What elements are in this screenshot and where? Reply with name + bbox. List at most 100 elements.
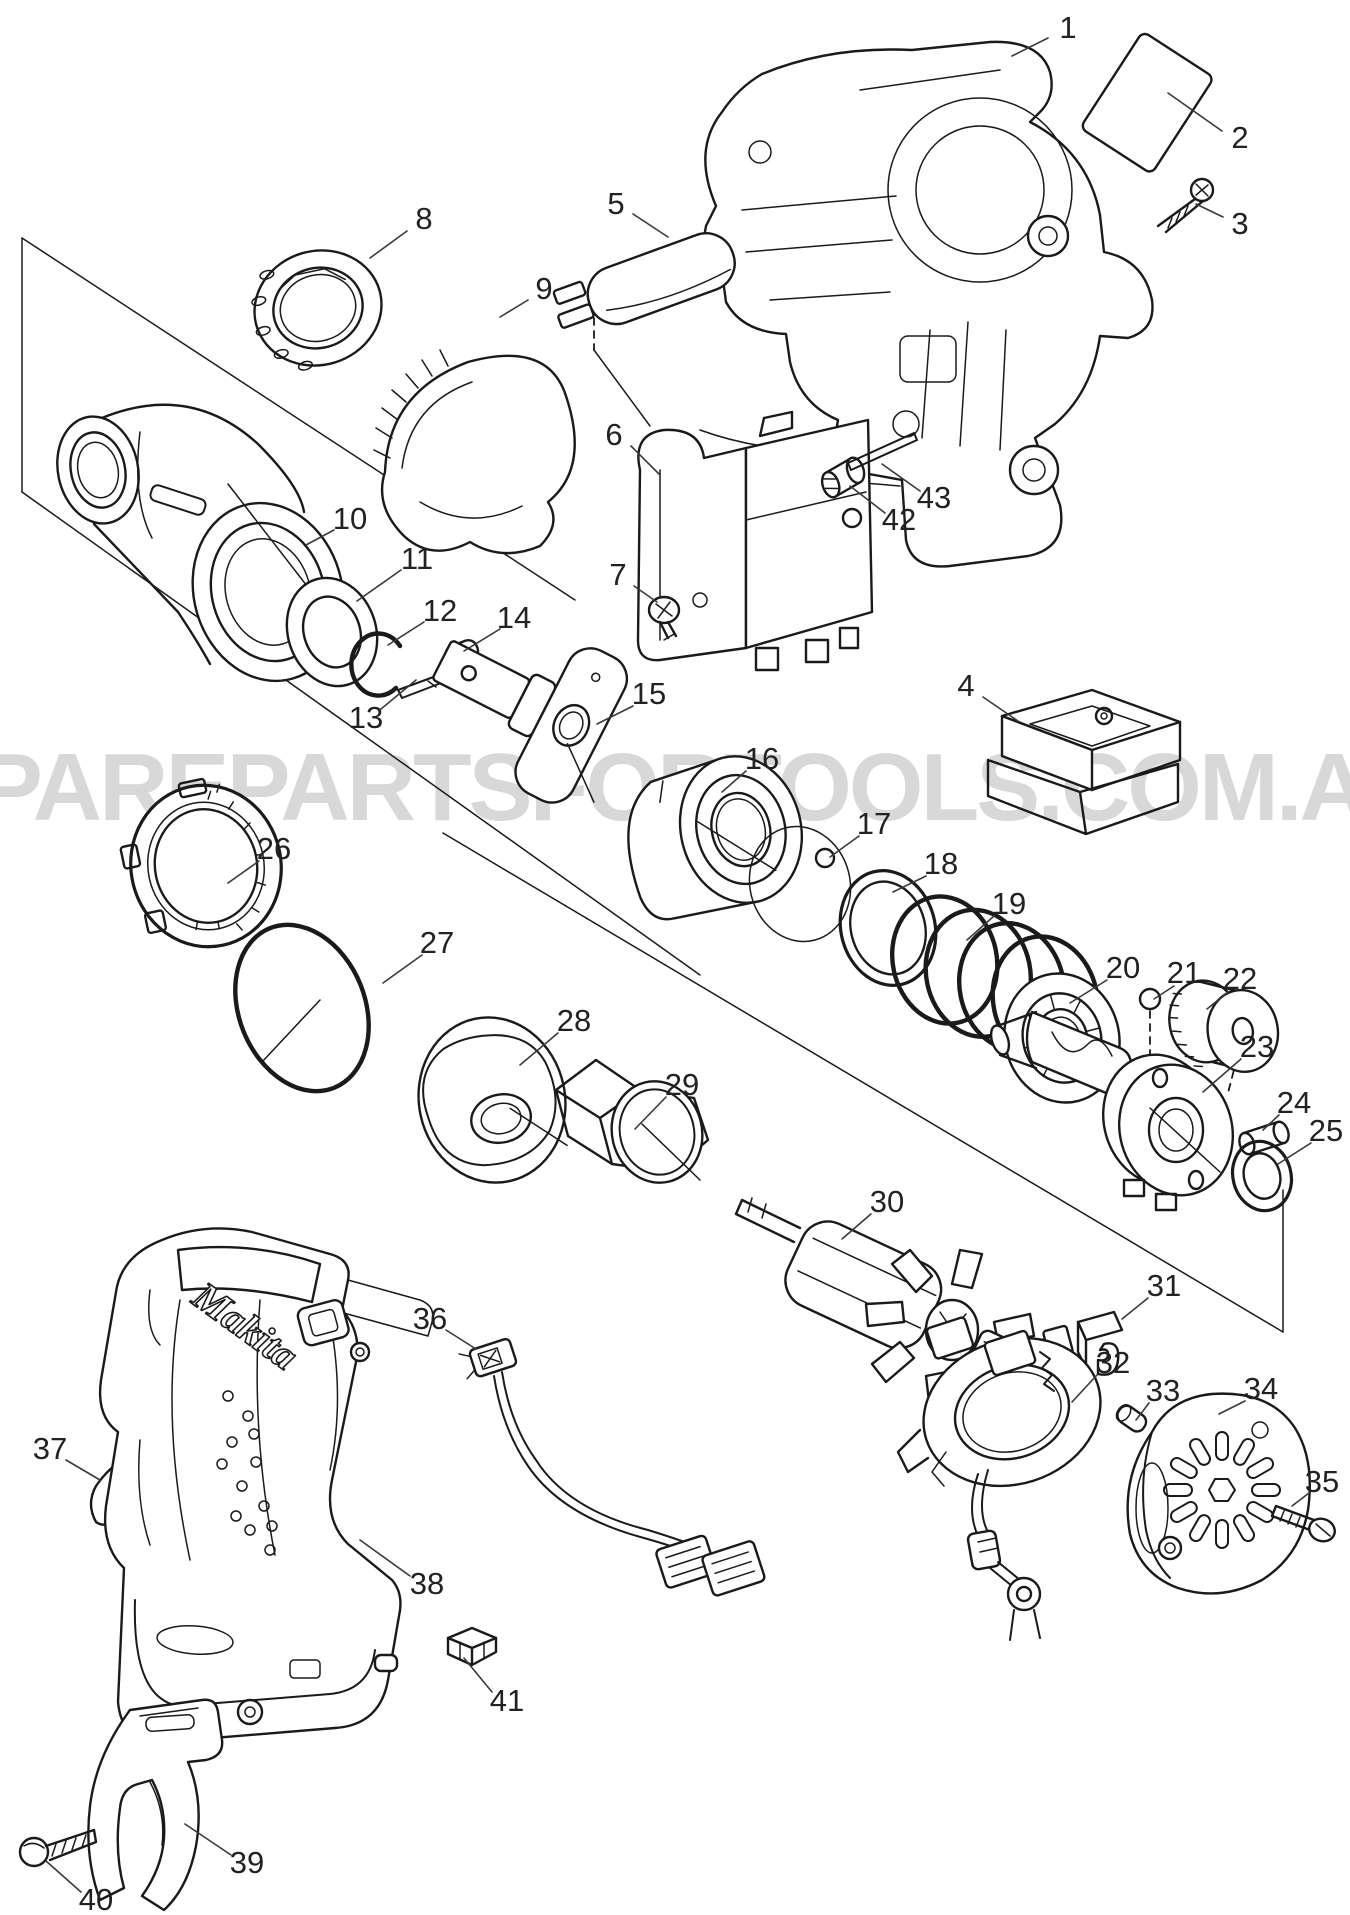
part-12-circlip xyxy=(349,631,403,698)
part-9-bumper xyxy=(373,349,576,555)
part-leader-32 xyxy=(1071,1374,1098,1403)
part-number-23: 23 xyxy=(1240,1029,1274,1064)
part-number-32: 32 xyxy=(1096,1345,1130,1380)
part-leader-3 xyxy=(1195,203,1224,218)
part-34-rear-cover xyxy=(1126,1392,1311,1595)
part-leader-33 xyxy=(1135,1402,1150,1421)
part-leader-35 xyxy=(1291,1492,1310,1507)
part-27-o-ring xyxy=(233,922,371,1094)
part-number-10: 10 xyxy=(333,501,367,536)
part-number-41: 41 xyxy=(490,1683,524,1718)
part-leader-19 xyxy=(966,915,995,941)
part-leader-15 xyxy=(596,705,634,725)
part-number-42: 42 xyxy=(882,502,916,537)
part-leader-39 xyxy=(184,1823,232,1856)
part-leader-22 xyxy=(1206,991,1229,1010)
part-leader-4 xyxy=(982,696,1019,722)
part-18-ring xyxy=(838,869,938,987)
part-number-34: 34 xyxy=(1244,1371,1278,1406)
part-leader-24 xyxy=(1262,1114,1280,1131)
part-leader-8 xyxy=(369,230,408,259)
part-leader-27 xyxy=(382,954,423,984)
part-11-washer xyxy=(285,576,379,688)
part-number-18: 18 xyxy=(924,846,958,881)
part-leader-21 xyxy=(1153,985,1175,1000)
part-number-4: 4 xyxy=(957,668,974,703)
part-leader-20 xyxy=(1069,979,1108,1004)
part-number-30: 30 xyxy=(870,1184,904,1219)
part-leader-12 xyxy=(387,621,425,646)
part-number-12: 12 xyxy=(423,593,457,628)
part-40-screw xyxy=(18,1828,98,1868)
part-26-ring-gear xyxy=(119,777,283,949)
part-15-anvil xyxy=(432,640,629,804)
part-leader-25 xyxy=(1277,1142,1312,1165)
part-leader-28 xyxy=(519,1032,559,1066)
part-8-ring xyxy=(251,249,383,371)
part-number-16: 16 xyxy=(745,741,779,776)
part-leader-42 xyxy=(849,485,886,514)
part-number-11: 11 xyxy=(401,541,433,576)
part-7-screw xyxy=(647,595,681,641)
part-2-name-plate xyxy=(1081,32,1213,173)
part-22-gear xyxy=(1168,979,1280,1096)
part-leader-17 xyxy=(829,835,860,858)
part-leader-41 xyxy=(463,1657,493,1693)
part-41-clip xyxy=(446,1626,498,1667)
part-leader-7 xyxy=(633,585,658,603)
part-leader-26 xyxy=(227,860,260,884)
part-42-sleeve xyxy=(820,456,866,499)
part-4-terminal-cover xyxy=(986,688,1182,836)
part-number-24: 24 xyxy=(1277,1085,1311,1120)
part-number-19: 19 xyxy=(992,886,1026,921)
part-leader-31 xyxy=(1121,1297,1149,1320)
part-28-gear-washer xyxy=(417,1016,568,1184)
part-leader-30 xyxy=(841,1213,872,1240)
part-number-25: 25 xyxy=(1309,1113,1343,1148)
part-23-spindle xyxy=(989,1010,1235,1212)
part-number-35: 35 xyxy=(1305,1464,1339,1499)
part-number-14: 14 xyxy=(497,600,531,635)
part-leader-13 xyxy=(380,679,417,710)
part-16-hammer xyxy=(627,755,804,921)
part-number-37: 37 xyxy=(33,1431,67,1466)
part-leader-38 xyxy=(359,1539,411,1577)
part-number-6: 6 xyxy=(605,417,622,452)
part-number-33: 33 xyxy=(1146,1373,1180,1408)
part-number-38: 38 xyxy=(410,1566,444,1601)
part-38-handle-housing: Makita xyxy=(98,1227,434,1744)
part-leader-16 xyxy=(721,770,747,793)
part-number-36: 36 xyxy=(413,1301,447,1336)
part-number-21: 21 xyxy=(1167,955,1201,990)
part-3-screw xyxy=(1156,177,1215,234)
part-36-led-wiring xyxy=(458,1337,766,1597)
part-number-5: 5 xyxy=(607,186,624,221)
part-number-28: 28 xyxy=(557,1003,591,1038)
part-33-pin xyxy=(1115,1403,1148,1433)
part-25-o-ring xyxy=(1230,1139,1294,1213)
part-leader-2 xyxy=(1167,92,1223,132)
part-number-22: 22 xyxy=(1223,961,1257,996)
part-leader-23 xyxy=(1202,1058,1242,1093)
part-35-screw xyxy=(1270,1504,1336,1543)
part-leader-18 xyxy=(892,875,927,893)
part-5-trigger xyxy=(552,232,736,427)
part-leader-34 xyxy=(1218,1400,1246,1415)
part-number-15: 15 xyxy=(632,676,666,711)
part-number-1: 1 xyxy=(1059,10,1076,45)
part-leader-6 xyxy=(630,445,661,476)
part-number-9: 9 xyxy=(535,271,552,306)
part-leader-5 xyxy=(632,213,669,238)
part-number-13: 13 xyxy=(349,700,383,735)
part-number-20: 20 xyxy=(1106,950,1140,985)
part-number-2: 2 xyxy=(1231,120,1248,155)
part-39-belt-hook xyxy=(87,1698,224,1912)
part-leader-9 xyxy=(499,299,529,318)
part-leader-1 xyxy=(1011,37,1049,57)
part-number-27: 27 xyxy=(420,925,454,960)
part-number-39: 39 xyxy=(230,1845,264,1880)
part-leader-14 xyxy=(463,628,501,652)
part-leader-43 xyxy=(881,463,921,492)
